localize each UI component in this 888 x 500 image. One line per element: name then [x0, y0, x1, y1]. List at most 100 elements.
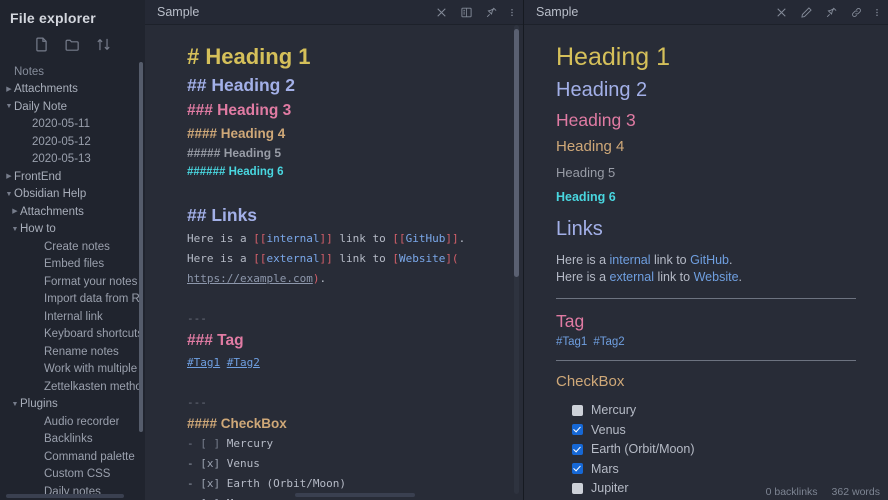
status-bar: 0 backlinks 362 words: [765, 483, 888, 500]
tree-item-label: Attachments: [14, 83, 78, 96]
list-item: Jupiter: [572, 479, 856, 497]
website-link[interactable]: Website: [693, 270, 739, 284]
tree-item-custom-css[interactable]: Custom CSS: [0, 466, 139, 484]
tree-item-create-notes[interactable]: Create notes: [0, 238, 139, 256]
sidebar-vertical-scrollbar[interactable]: [139, 62, 143, 432]
checkbox-label: Earth (Orbit/Moon): [226, 477, 346, 490]
tree-item-frontend[interactable]: ▶FrontEnd: [0, 168, 139, 186]
github-link[interactable]: GitHub: [690, 253, 730, 267]
tree-item-attachments[interactable]: ▶Attachments: [0, 203, 139, 221]
preview-tag-heading: Tag: [556, 311, 585, 331]
tree-item-obsidian-help[interactable]: ▼Obsidian Help: [0, 186, 139, 204]
preview-pane-header: Sample: [524, 0, 888, 25]
tree-item-zettelkasten-method[interactable]: Zettelkasten method: [0, 378, 139, 396]
tree-item-internal-link[interactable]: Internal link: [0, 308, 139, 326]
source-internal-link-line: Here is a [[internal]] link to [[GitHub]…: [187, 232, 466, 245]
new-note-icon[interactable]: [33, 36, 50, 53]
chevron-right-icon[interactable]: ▶: [12, 208, 18, 216]
pane-divider[interactable]: [523, 0, 524, 500]
tree-item-label: Zettelkasten method: [44, 380, 139, 393]
tree-item-label: Format your notes: [44, 275, 138, 288]
tree-item-keyboard-shortcuts[interactable]: Keyboard shortcuts: [0, 326, 139, 344]
text: .: [729, 253, 733, 267]
reading-view-icon[interactable]: [460, 6, 473, 19]
checkbox-unchecked[interactable]: [572, 482, 583, 494]
preview-h6: Heading 6: [556, 190, 616, 204]
checkbox-checked[interactable]: [572, 463, 583, 474]
backlinks-count[interactable]: 0 backlinks: [765, 485, 818, 498]
chevron-down-icon[interactable]: ▼: [11, 400, 19, 408]
chevron-right-icon[interactable]: ▶: [6, 85, 12, 93]
url-text[interactable]: https://example.com: [187, 272, 313, 285]
tree-item-notes[interactable]: Notes: [0, 63, 139, 81]
close-icon[interactable]: [775, 6, 788, 19]
editor-horizontal-scrollbar[interactable]: [295, 493, 415, 497]
new-folder-icon[interactable]: [64, 36, 81, 53]
tree-item-2020-05-11[interactable]: 2020-05-11: [0, 116, 139, 134]
checkbox-label: Mercury: [591, 403, 637, 417]
edit-pencil-icon[interactable]: [800, 6, 813, 19]
pin-icon[interactable]: [485, 6, 498, 19]
tag2-text[interactable]: #Tag2: [226, 356, 260, 369]
markdown-source[interactable]: # Heading 1 ## Heading 2 ### Heading 3 #…: [145, 25, 523, 500]
tree-item-command-palette[interactable]: Command palette: [0, 448, 139, 466]
editor-body[interactable]: # Heading 1 ## Heading 2 ### Heading 3 #…: [145, 25, 523, 500]
source-hr-1: ---: [187, 312, 207, 325]
text: Here is a: [187, 232, 254, 245]
tree-item-label: Import data from Roam: [44, 293, 139, 306]
link-icon[interactable]: [850, 6, 863, 19]
chevron-down-icon[interactable]: ▼: [11, 225, 19, 233]
tree-item-2020-05-12[interactable]: 2020-05-12: [0, 133, 139, 151]
chevron-down-icon[interactable]: ▼: [5, 103, 13, 111]
tree-item-how-to[interactable]: ▼How to: [0, 221, 139, 239]
tree-item-attachments[interactable]: ▶Attachments: [0, 81, 139, 99]
tag1[interactable]: #Tag1: [556, 336, 588, 348]
editor-tab-title[interactable]: Sample: [157, 5, 200, 19]
source-checkbox-line[interactable]: - [ ] Mercury: [187, 434, 503, 454]
source-checkbox-line[interactable]: - [x] Mars: [187, 494, 503, 500]
preview-tab-title[interactable]: Sample: [536, 5, 579, 19]
website-link-text[interactable]: Website: [398, 252, 446, 265]
tree-item-audio-recorder[interactable]: Audio recorder: [0, 413, 139, 431]
preview-h2: Heading 2: [556, 79, 648, 101]
tree-item-daily-note[interactable]: ▼Daily Note: [0, 98, 139, 116]
tree-item-label: Work with multiple notes: [44, 363, 139, 376]
source-h4: #### Heading 4: [187, 126, 286, 141]
tree-item-embed-files[interactable]: Embed files: [0, 256, 139, 274]
editor-vertical-scrollbar[interactable]: [514, 29, 519, 277]
internal-link-text[interactable]: internal: [266, 232, 320, 245]
tree-item-backlinks[interactable]: Backlinks: [0, 431, 139, 449]
tag1-text[interactable]: #Tag1: [187, 356, 221, 369]
external-link[interactable]: external: [609, 270, 654, 284]
preview-h1: Heading 1: [556, 43, 670, 71]
pin-icon[interactable]: [825, 6, 838, 19]
more-options-icon[interactable]: [875, 6, 879, 19]
chevron-down-icon[interactable]: ▼: [5, 190, 13, 198]
more-options-icon[interactable]: [510, 6, 514, 19]
tree-item-rename-notes[interactable]: Rename notes: [0, 343, 139, 361]
source-checkbox-line[interactable]: - [x] Venus: [187, 454, 503, 474]
checkbox-checked[interactable]: [572, 443, 583, 455]
tree-item-format-your-notes[interactable]: Format your notes: [0, 273, 139, 291]
text: .: [738, 270, 743, 284]
sort-icon[interactable]: [95, 36, 112, 53]
tree-item-work-with-multiple-notes[interactable]: Work with multiple notes: [0, 361, 139, 379]
sidebar-horizontal-scrollbar[interactable]: [6, 494, 124, 498]
word-count[interactable]: 362 words: [831, 485, 880, 498]
tree-item-plugins[interactable]: ▼Plugins: [0, 396, 139, 414]
source-checkbox-line[interactable]: - [x] Earth (Orbit/Moon): [187, 474, 503, 494]
tree-item-2020-05-13[interactable]: 2020-05-13: [0, 151, 139, 169]
preview-body[interactable]: Heading 1 Heading 2 Heading 3 Heading 4 …: [524, 25, 888, 500]
tree-item-label: 2020-05-11: [32, 118, 90, 131]
github-link-text[interactable]: GitHub: [405, 232, 446, 245]
chevron-right-icon[interactable]: ▶: [6, 173, 12, 181]
close-icon[interactable]: [435, 6, 448, 19]
tree-item-import-data-from-roam[interactable]: Import data from Roam: [0, 291, 139, 309]
external-link-text[interactable]: external: [266, 252, 320, 265]
internal-link[interactable]: internal: [609, 253, 651, 267]
tag2[interactable]: #Tag2: [593, 336, 625, 348]
checkbox-unchecked[interactable]: [572, 404, 583, 416]
checkbox-checked[interactable]: [572, 424, 583, 435]
